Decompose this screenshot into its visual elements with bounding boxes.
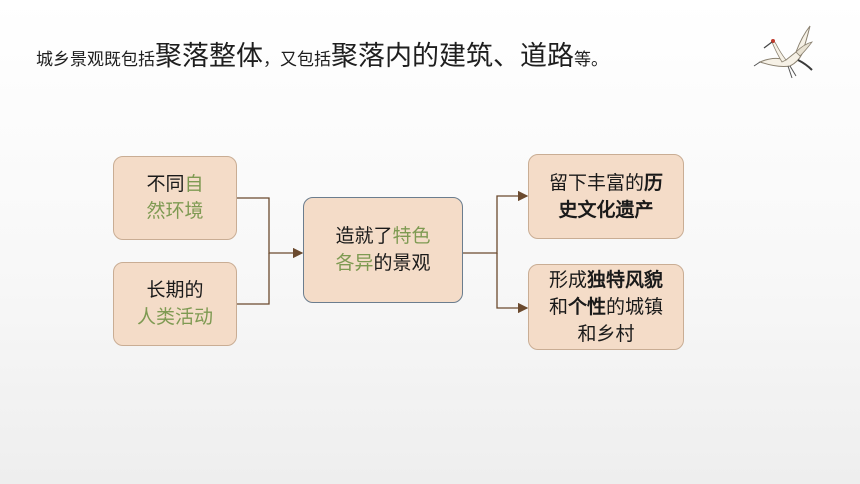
title-part: 聚落整体 [155, 41, 263, 72]
page-title: 城乡景观既包括 聚落整体 ，又包括 聚落内的建筑、道路 等。 [36, 34, 608, 78]
connector-output-2 [496, 253, 529, 314]
title-part: 聚落内的建筑、道路 [331, 41, 574, 72]
crane-icon [753, 25, 813, 79]
input-natural-environment: 不同自 然环境 [113, 156, 237, 240]
connector-output-split [463, 190, 529, 254]
output-unique-towns: 形成独特风貌 和个性的城镇 和乡村 [528, 264, 684, 350]
connector-input-2 [237, 253, 270, 305]
connector-input-1 [237, 197, 304, 259]
output-cultural-heritage: 留下丰富的历 史文化遗产 [528, 154, 684, 239]
title-part: ，又包括 [263, 50, 331, 70]
title-part: 城乡景观既包括 [36, 50, 155, 70]
input-human-activity: 长期的 人类活动 [113, 262, 237, 346]
title-part: 等。 [574, 50, 608, 70]
center-diverse-landscape: 造就了特色 各异的景观 [303, 197, 463, 303]
